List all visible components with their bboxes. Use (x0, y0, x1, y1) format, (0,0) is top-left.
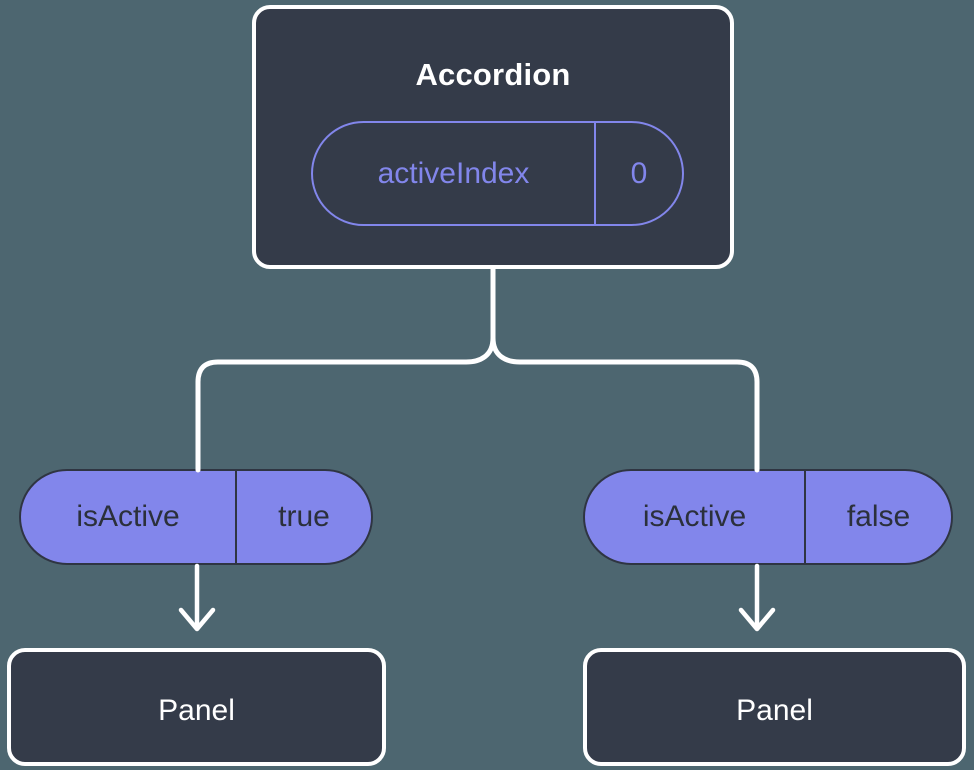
connector-branch-right (490, 335, 760, 473)
arrow-head-left (178, 607, 216, 632)
state-pill-activeindex[interactable]: activeIndex 0 (311, 121, 684, 226)
prop-pill-isactive-false[interactable]: isActive false (583, 469, 953, 565)
panel-label-left: Panel (158, 694, 235, 727)
panel-card-left[interactable]: Panel (7, 648, 386, 766)
prop-pill-key-right: isActive (642, 500, 747, 533)
prop-pill-isactive-true[interactable]: isActive true (19, 469, 373, 565)
state-pill-key: activeIndex (377, 156, 530, 190)
prop-pill-value-left: true (235, 471, 371, 563)
arrow-head-right (738, 607, 776, 632)
panel-label-right: Panel (736, 694, 813, 727)
accordion-card[interactable]: Accordion activeIndex 0 (252, 5, 734, 269)
accordion-title: Accordion (415, 57, 571, 92)
prop-pill-key-left: isActive (76, 500, 180, 533)
prop-pill-value-right: false (804, 471, 951, 563)
connector-branch-left (195, 335, 496, 473)
state-pill-value: 0 (594, 123, 682, 224)
panel-card-right[interactable]: Panel (583, 648, 966, 766)
